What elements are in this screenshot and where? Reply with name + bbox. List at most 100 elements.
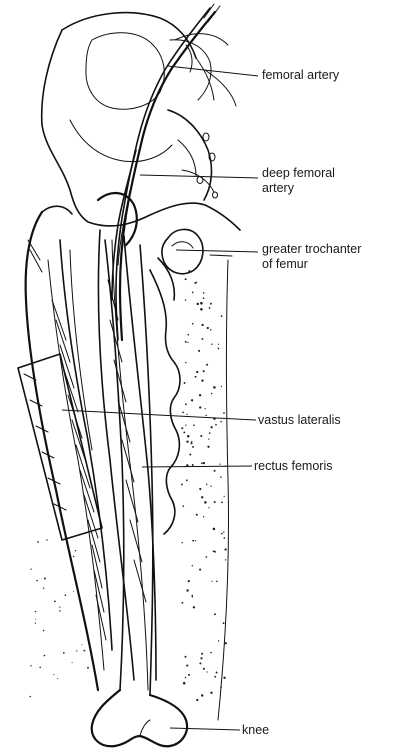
stipple-dot [183, 431, 185, 433]
stipple-dot [87, 667, 89, 669]
stipple-dot [209, 307, 211, 309]
stipple-dot [197, 303, 199, 305]
stipple-dot [190, 442, 192, 444]
femur-bone [92, 193, 187, 746]
stipple-dot [199, 662, 201, 664]
stipple-dot [223, 531, 224, 532]
stipple-dot [201, 324, 203, 326]
stipple-texture [29, 270, 227, 701]
stipple-dot [36, 580, 37, 581]
stipple-dot [187, 334, 189, 336]
stipple-dot [199, 394, 201, 396]
pelvis-foramen-marks [197, 133, 218, 198]
stipple-dot [186, 479, 188, 481]
stipple-dot [224, 496, 225, 497]
label-femoral-artery: femoral artery [262, 68, 339, 82]
stipple-dot [206, 556, 208, 558]
stipple-dot [185, 299, 186, 300]
pelvis-outline [42, 13, 240, 230]
stipple-dot [210, 426, 212, 428]
label-greater-trochanter-line2: of femur [262, 257, 308, 271]
stipple-dot [57, 678, 58, 679]
stipple-dot [63, 652, 65, 654]
stipple-dot [191, 595, 193, 597]
stipple-dot [225, 559, 226, 560]
stipple-dot [29, 696, 31, 698]
label-deep-femoral-artery-line1: deep femoral [262, 166, 335, 180]
stipple-dot [188, 674, 190, 676]
stipple-dot [192, 446, 194, 448]
stipple-dot [54, 601, 56, 603]
stipple-dot [185, 341, 187, 343]
stipple-dot [182, 412, 184, 414]
stipple-dot [200, 435, 202, 437]
label-knee: knee [242, 723, 269, 737]
stipple-dot [196, 514, 198, 516]
stipple-dot [211, 581, 212, 582]
stipple-dot [214, 613, 216, 615]
stipple-dot [223, 537, 225, 539]
stipple-dot [215, 424, 217, 426]
skin-edge [210, 255, 232, 720]
stipple-dot [207, 446, 209, 448]
stipple-dot [37, 541, 39, 543]
stipple-dot [43, 588, 44, 589]
stipple-dot [44, 578, 46, 580]
stipple-dot [218, 344, 219, 345]
stipple-dot [89, 542, 90, 543]
stipple-dot [203, 297, 205, 299]
stipple-dot [193, 424, 195, 426]
stipple-dot [192, 596, 193, 597]
stipple-dot [193, 606, 195, 608]
stipple-dot [221, 315, 223, 317]
stipple-dot [225, 642, 227, 644]
stipple-dot [210, 303, 212, 305]
stipple-dot [73, 591, 74, 592]
stipple-dot [218, 640, 219, 641]
thigh-lateral-contour [26, 206, 98, 690]
stipple-dot [187, 342, 188, 343]
stipple-dot [201, 694, 203, 696]
stipple-dot [195, 376, 197, 378]
stipple-dot [186, 665, 188, 667]
stipple-dot [196, 371, 198, 373]
stipple-dot [206, 671, 207, 672]
stipple-dot [35, 611, 36, 612]
rectus-femoris-muscle [98, 230, 156, 690]
stipple-dot [221, 533, 223, 535]
stipple-dot [221, 502, 223, 504]
stipple-dot [181, 427, 183, 429]
stipple-dot [185, 278, 187, 280]
stipple-dot [184, 382, 186, 384]
stipple-dot [75, 550, 76, 551]
stipple-dot [208, 438, 209, 439]
stipple-dot [185, 403, 187, 405]
stipple-dot [219, 463, 220, 464]
stipple-dot [200, 308, 203, 311]
stipple-dot [83, 650, 85, 652]
stipple-dot [195, 540, 196, 541]
stipple-dot [185, 677, 187, 679]
stipple-dot [199, 569, 201, 571]
stipple-dot [207, 327, 209, 329]
stipple-dot [216, 672, 218, 674]
stipple-dot [196, 281, 197, 282]
stipple-dot [203, 516, 204, 517]
stipple-dot [201, 463, 203, 465]
greater-trochanter-outline [162, 229, 203, 273]
stipple-dot [201, 653, 203, 655]
stipple-dot [223, 622, 225, 624]
stipple-dot [221, 386, 222, 387]
stipple-dot [182, 542, 183, 543]
label-vastus-lateralis: vastus lateralis [258, 413, 341, 427]
stipple-dot [65, 594, 67, 596]
femoral-artery-vessel [116, 4, 220, 340]
stipple-dot [188, 580, 190, 582]
stipple-dot [203, 462, 205, 464]
stipple-dot [213, 528, 216, 531]
stipple-dot [224, 548, 226, 550]
stipple-dot [204, 501, 207, 504]
stipple-dot [188, 270, 190, 272]
stipple-dot [184, 656, 186, 658]
stipple-dot [186, 414, 187, 415]
